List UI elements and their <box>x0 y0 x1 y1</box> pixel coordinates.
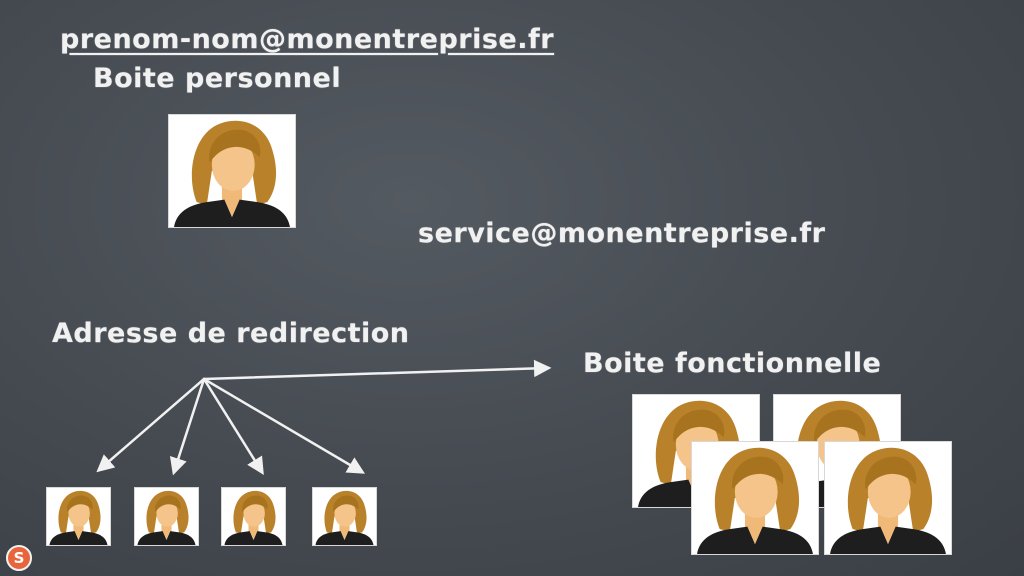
functional-mailbox-avatar-4 <box>825 442 951 554</box>
person-avatar-icon <box>47 488 110 545</box>
personal-mailbox-avatar <box>169 115 295 227</box>
redirect-address-label: Adresse de redirection <box>52 318 410 349</box>
arrow-to-recipient-2 <box>169 377 206 476</box>
person-avatar-icon <box>135 488 198 545</box>
person-avatar-icon <box>222 488 285 545</box>
arrow-to-recipient-3 <box>202 377 264 475</box>
s-logo-icon: S <box>6 545 32 571</box>
personal-mailbox-label: Boite personnel <box>93 63 342 94</box>
personal-email-address: prenom-nom@monentreprise.fr <box>60 24 555 55</box>
arrow-to-recipient-1 <box>96 377 206 473</box>
service-email-address: service@monentreprise.fr <box>418 218 826 249</box>
functional-mailbox-label: Boite fonctionnelle <box>583 348 882 379</box>
redirect-recipient-avatar-1 <box>47 488 110 545</box>
arrow-to-functional-mailbox <box>202 359 552 381</box>
redirect-recipient-avatar-2 <box>135 488 198 545</box>
redirect-recipient-avatar-3 <box>222 488 285 545</box>
person-avatar-icon <box>313 488 376 545</box>
arrow-to-recipient-4 <box>202 377 366 474</box>
redirect-recipient-avatar-4 <box>313 488 376 545</box>
functional-mailbox-avatar-3 <box>692 442 818 554</box>
person-avatar-icon <box>692 442 818 554</box>
person-avatar-icon <box>825 442 951 554</box>
